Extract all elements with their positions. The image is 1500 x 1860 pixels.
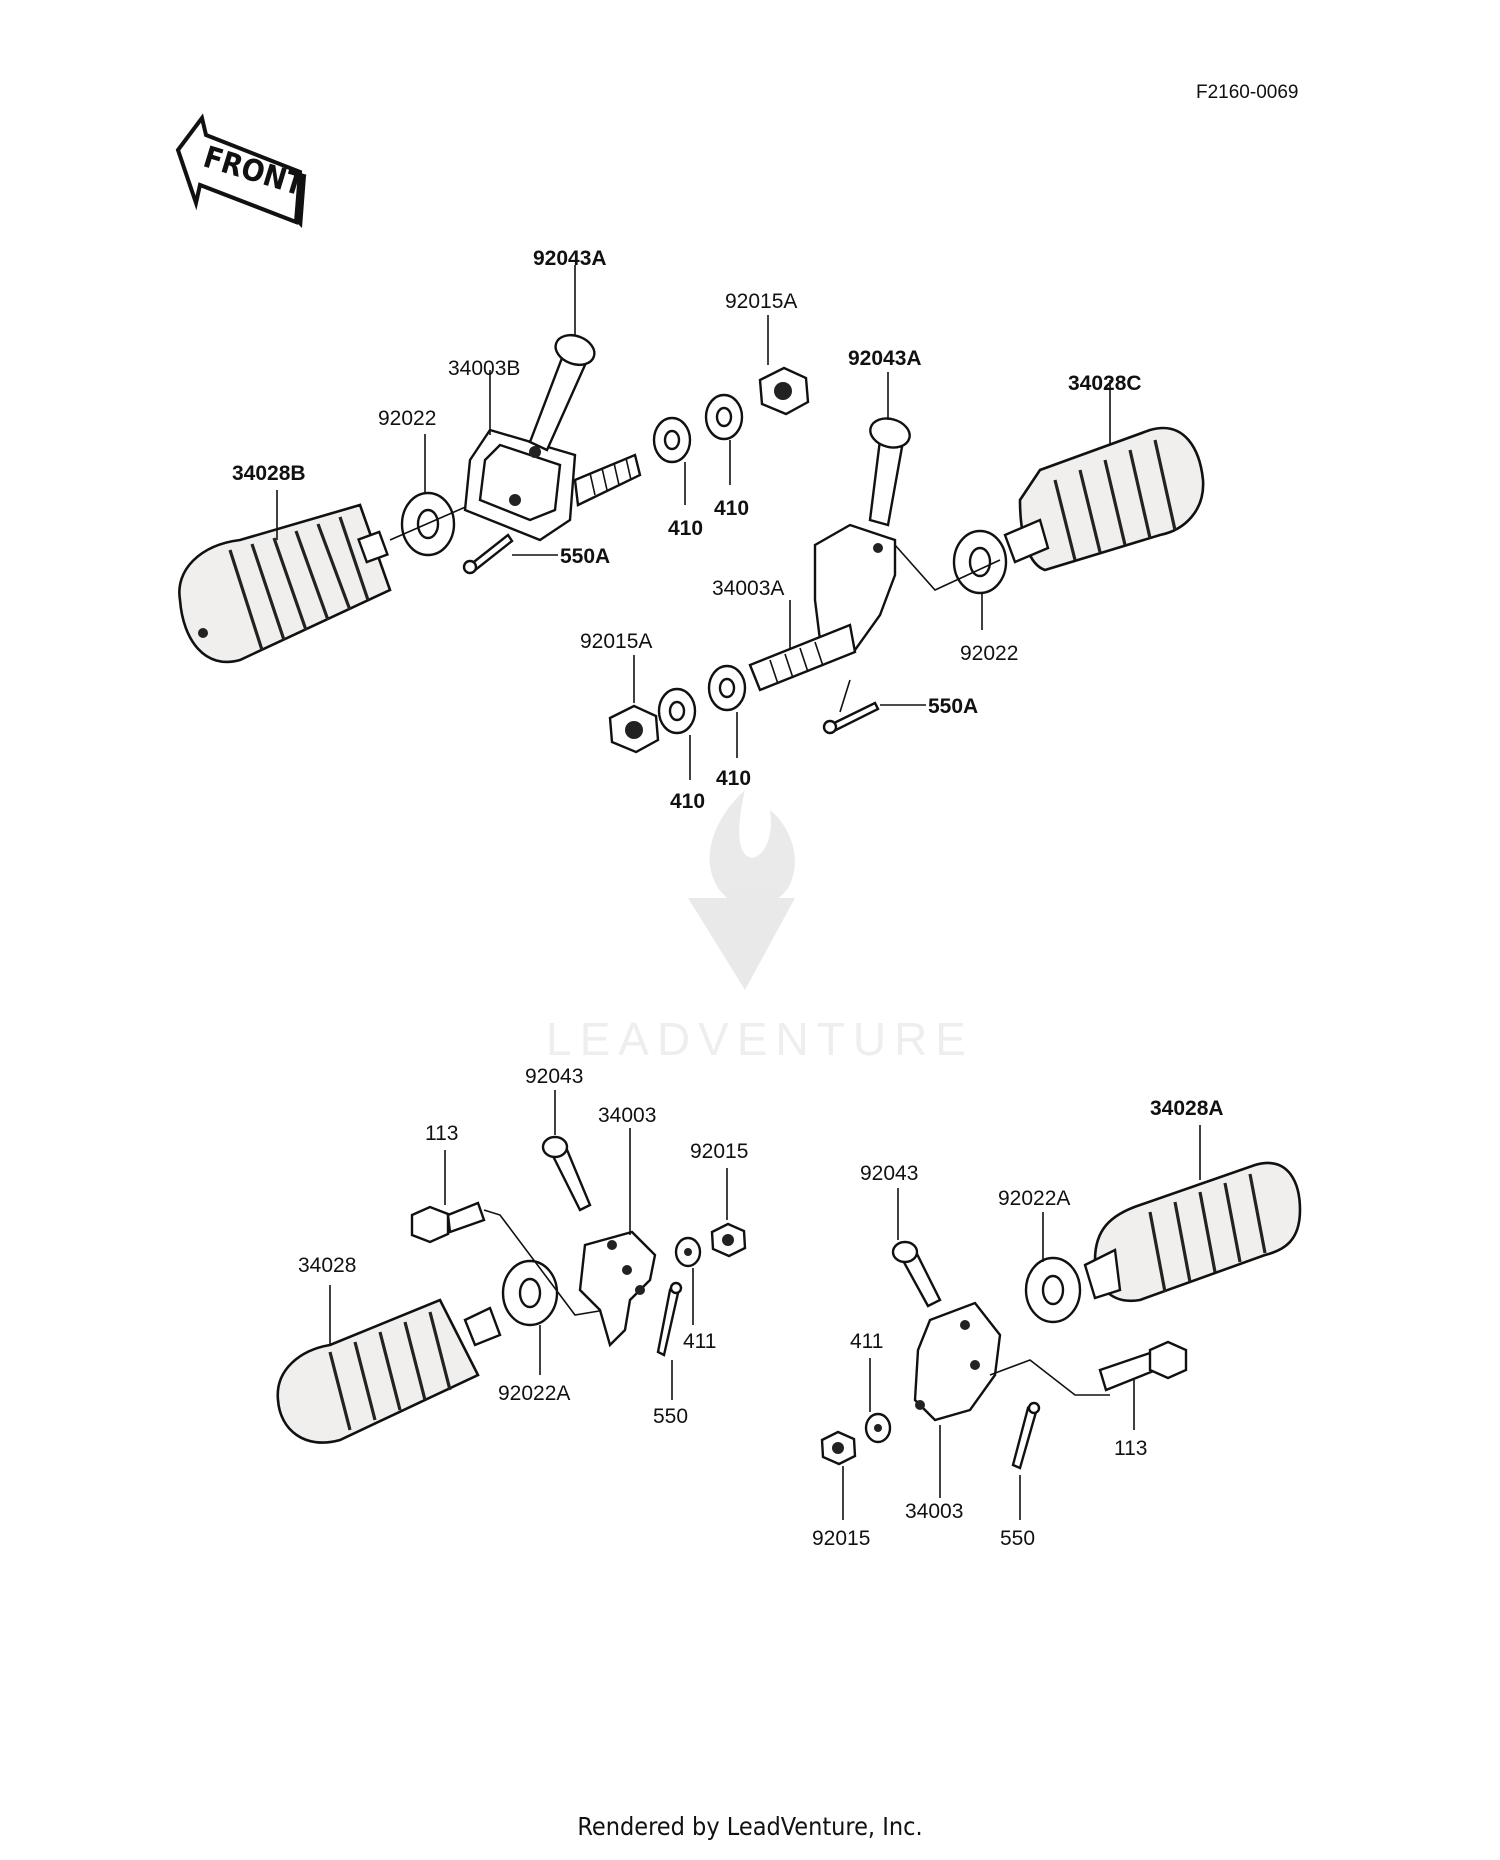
label-411: 411 <box>683 1330 716 1353</box>
label-34003B: 34003B <box>448 357 520 380</box>
label-410-c: 410 <box>670 790 705 813</box>
clevis-pin-92043A <box>528 333 596 452</box>
footpeg-bracket-34003-right <box>913 1301 1002 1422</box>
footpeg-assembly-top-right <box>608 372 1205 780</box>
label-92022A-right: 92022A <box>998 1187 1070 1210</box>
footer-credit: Rendered by LeadVenture, Inc. <box>577 1812 923 1841</box>
cotter-pin-550A <box>462 533 514 575</box>
washer-92022A-right <box>1024 1256 1082 1324</box>
cotter-pin-550A-right <box>822 701 880 735</box>
footpeg-assembly-bottom-left <box>276 1090 747 1444</box>
footpeg-assembly-top-left <box>178 265 810 664</box>
label-550: 550 <box>653 1405 688 1428</box>
front-arrow-icon: FRONT <box>175 113 309 228</box>
footpeg-bracket-34003 <box>578 1230 657 1348</box>
leadventure-watermark-logo: LEADVENTURE <box>546 790 974 1065</box>
label-92015: 92015 <box>690 1140 748 1163</box>
label-92022-right: 92022 <box>960 642 1018 665</box>
bolt-113-right <box>1098 1340 1188 1392</box>
label-34028: 34028 <box>298 1254 356 1277</box>
nut-92015A <box>758 366 810 416</box>
washer-411-right <box>864 1412 892 1444</box>
label-92043A-right: 92043A <box>848 347 922 370</box>
washer-92022-right <box>952 529 1008 595</box>
label-113-right: 113 <box>1114 1437 1147 1460</box>
footpeg-rubber-34028A <box>1083 1161 1302 1303</box>
footpeg-rubber-34028 <box>276 1298 502 1444</box>
footpeg-bracket-34003B <box>463 428 642 542</box>
watermark-text: LEADVENTURE <box>546 1013 974 1065</box>
washer-410-c <box>657 687 697 735</box>
label-410-d: 410 <box>716 767 751 790</box>
label-34028A: 34028A <box>1150 1097 1224 1120</box>
footpeg-assembly-bottom-right <box>820 1125 1302 1520</box>
diagram-code: F2160-0069 <box>1196 82 1299 103</box>
label-92015A: 92015A <box>725 290 797 313</box>
clevis-pin-92043 <box>541 1135 592 1212</box>
footpeg-rubber-34028C <box>1003 426 1205 572</box>
cotter-pin-550-right <box>1011 1401 1041 1470</box>
label-92015A-right: 92015A <box>580 630 652 653</box>
label-410-a: 410 <box>668 517 703 540</box>
nut-92015-right <box>820 1430 857 1466</box>
label-550A: 550A <box>560 545 610 568</box>
washer-410-d <box>707 664 747 712</box>
label-410-b: 410 <box>714 497 749 520</box>
washer-411 <box>674 1236 702 1268</box>
clevis-pin-92043-right <box>891 1240 942 1308</box>
label-92043: 92043 <box>525 1065 583 1088</box>
nut-92015A-right <box>608 704 660 754</box>
label-34028B: 34028B <box>232 462 306 485</box>
label-92043A: 92043A <box>533 247 607 270</box>
washer-92022A <box>501 1259 559 1327</box>
label-34003A: 34003A <box>712 577 784 600</box>
label-34003: 34003 <box>598 1104 656 1127</box>
label-34028C: 34028C <box>1068 372 1142 395</box>
bolt-113 <box>410 1201 486 1244</box>
label-92015-right: 92015 <box>812 1527 870 1550</box>
label-550A-right: 550A <box>928 695 978 718</box>
footpeg-bracket-34003A <box>748 523 897 692</box>
cotter-pin-550 <box>656 1281 683 1357</box>
label-411-right: 411 <box>850 1330 883 1353</box>
footpeg-rubber-34028B <box>178 503 392 664</box>
label-550-right: 550 <box>1000 1527 1035 1550</box>
washer-410-b <box>704 393 744 441</box>
nut-92015 <box>710 1222 747 1258</box>
label-34003-right: 34003 <box>905 1500 963 1523</box>
washer-410-a <box>652 416 692 464</box>
label-92043-right: 92043 <box>860 1162 918 1185</box>
label-92022A: 92022A <box>498 1382 570 1405</box>
label-113: 113 <box>425 1122 458 1145</box>
clevis-pin-92043A-right <box>868 417 911 527</box>
label-92022: 92022 <box>378 407 436 430</box>
